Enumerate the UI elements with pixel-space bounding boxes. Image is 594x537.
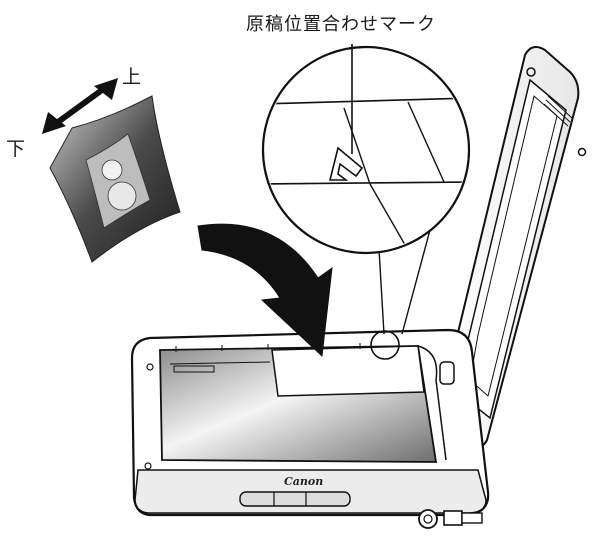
alignment-mark-icon — [328, 146, 364, 181]
placement-arrow-icon — [197, 223, 333, 358]
brand-logo: Canon — [284, 475, 324, 488]
scanner-lid — [443, 45, 587, 449]
photo-document — [49, 95, 181, 263]
usb-port-icon — [443, 510, 463, 526]
magnified-callout — [261, 44, 471, 360]
scanner-body — [130, 328, 490, 529]
lid-hinge-icon — [526, 67, 536, 77]
callout-label: 原稿位置合わせマーク — [246, 14, 436, 35]
power-button-icon[interactable] — [418, 509, 438, 529]
placed-photo — [271, 345, 425, 397]
scanner-buttons[interactable] — [239, 491, 351, 507]
orientation-top-label: 上 — [122, 66, 142, 88]
orientation-bottom-label: 下 — [6, 138, 26, 160]
orientation-arrow-icon — [42, 78, 118, 134]
